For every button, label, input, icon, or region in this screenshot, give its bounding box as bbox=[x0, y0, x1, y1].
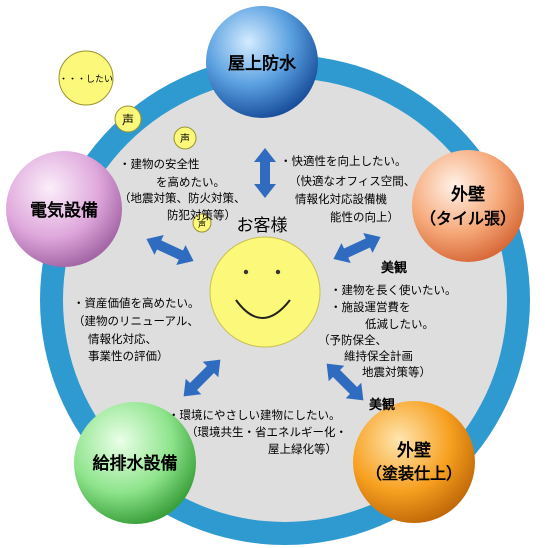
node-wall-paint bbox=[353, 401, 475, 523]
beauty-label-1: 美観 bbox=[381, 260, 407, 276]
face-left-eye bbox=[243, 269, 249, 275]
needs-comfort-line: 情報化対応設備機 bbox=[295, 192, 387, 206]
needs-durability-line: ・建物を長く使いたい。 bbox=[330, 283, 457, 297]
needs-safety-line: 防犯対策等） bbox=[167, 208, 236, 222]
arrow-wall-tile bbox=[333, 232, 381, 264]
needs-comfort-line: ・快適性を向上したい。 bbox=[280, 154, 407, 168]
needs-durability-line: 低減したい。 bbox=[365, 317, 434, 331]
arrow-electric bbox=[146, 234, 194, 266]
arrow-roof bbox=[254, 148, 276, 198]
voice-bubble-2-text: 声 bbox=[180, 132, 190, 145]
needs-durability-line: 維持保全計画 bbox=[344, 349, 413, 363]
needs-safety: ・建物の安全性 を高めたい。 （地震対策、防火対策、 防犯対策等） bbox=[119, 157, 246, 222]
arrow-plumbing bbox=[183, 359, 221, 397]
node-wall-paint-line2: （塗装仕上） bbox=[366, 464, 462, 483]
node-roof-waterproofing bbox=[206, 6, 318, 118]
needs-comfort-line: 能性の向上） bbox=[330, 210, 399, 224]
needs-asset-line: （建物のリニューアル、 bbox=[73, 314, 199, 328]
voice-bubble-1 bbox=[114, 105, 142, 133]
needs-durability-line: 地震対策等） bbox=[362, 365, 431, 379]
node-plumbing-label: 給排水設備 bbox=[93, 453, 178, 474]
needs-asset-line: 情報化対応、 bbox=[88, 332, 157, 346]
needs-asset-line: 事業性の評価） bbox=[88, 349, 169, 363]
node-wall-tile-line1: 外壁 bbox=[451, 184, 485, 205]
voice-bubble-2 bbox=[173, 126, 197, 150]
voice-bubble-3 bbox=[192, 213, 212, 233]
face-right-eye bbox=[275, 269, 281, 275]
needs-safety-line: を高めたい。 bbox=[156, 175, 225, 189]
voice-bubble-main bbox=[58, 50, 114, 106]
needs-comfort: ・快適性を向上したい。 （快適なオフィス空間、 情報化対応設備機 能性の向上） bbox=[280, 154, 415, 224]
needs-environment-line: （環境共生・省エネルギー化・ bbox=[186, 425, 347, 439]
voice-bubble-3-text: 声 bbox=[198, 219, 206, 229]
node-wall-tile bbox=[412, 150, 524, 262]
needs-asset-line: ・資産価値を高めたい。 bbox=[73, 296, 200, 310]
voice-bubble-1-text: 声 bbox=[122, 113, 134, 127]
needs-safety-line: （地震対策、防火対策、 bbox=[119, 191, 246, 205]
face-smile bbox=[235, 299, 291, 319]
needs-asset: ・資産価値を高めたい。 （建物のリニューアル、 情報化対応、 事業性の評価） bbox=[73, 296, 200, 363]
needs-safety-line: ・建物の安全性 bbox=[119, 157, 200, 171]
customer-face bbox=[209, 236, 321, 348]
node-wall-paint-line1: 外壁 bbox=[397, 440, 431, 461]
node-wall-tile-line2: （タイル張） bbox=[420, 209, 516, 228]
beauty-label-2: 美観 bbox=[369, 397, 395, 413]
node-roof-label: 屋上防水 bbox=[228, 53, 297, 74]
node-electric-label: 電気設備 bbox=[30, 200, 98, 221]
needs-environment: ・環境にやさしい建物にしたい。 （環境共生・省エネルギー化・ 屋上緑化等） bbox=[168, 408, 347, 456]
arrow-wall-paint bbox=[326, 363, 364, 401]
node-electric bbox=[6, 151, 122, 267]
needs-environment-line: 屋上緑化等） bbox=[268, 442, 337, 456]
node-plumbing bbox=[74, 402, 196, 524]
voice-bubble-main-text: ・・・したい bbox=[59, 74, 113, 85]
needs-comfort-line: （快適なオフィス空間、 bbox=[289, 174, 415, 188]
needs-durability: ・建物を長く使いたい。 ・施設運営費を 低減したい。 （予防保全、 維持保全計画… bbox=[318, 283, 457, 379]
needs-environment-line: ・環境にやさしい建物にしたい。 bbox=[168, 408, 341, 422]
needs-durability-line: （予防保全、 bbox=[318, 333, 387, 347]
needs-durability-line: ・施設運営費を bbox=[330, 300, 411, 314]
center-label: お客様 bbox=[237, 216, 288, 236]
